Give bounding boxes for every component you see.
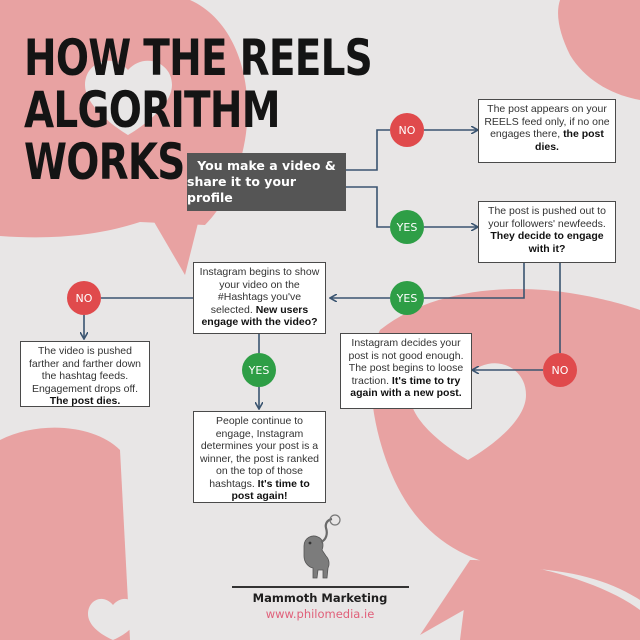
box-not-good: Instagram decides your post is not good … (340, 333, 472, 409)
yes-badge-winner: YES (242, 353, 276, 387)
page-title: HOW THE REELS ALGORITHM WORKS (24, 29, 373, 191)
connector-start-yes (346, 186, 390, 228)
box-reels-only-bold: the post dies. (535, 128, 604, 153)
box-not-good-bold: It's time to try again with a new post. (350, 374, 462, 400)
brand-name: Mammoth Marketing (252, 591, 388, 605)
start-line-1: You make a video & (197, 158, 336, 173)
no-badge-not-good: NO (543, 353, 577, 387)
start-line-2: share it to your profile (187, 174, 297, 205)
box-followers-bold: They decide to engage with it? (490, 230, 604, 255)
connector-start-no (346, 129, 390, 171)
yes-badge-followers: YES (390, 210, 424, 244)
title-line-3: WORKS (24, 133, 185, 191)
box-followers-text: The post is pushed out to your followers… (488, 205, 606, 230)
title-line-2: ALGORITHM (24, 81, 281, 139)
start-box: You make a video & share it to your prof… (187, 153, 346, 211)
box-hashtags-text: Instagram begins to show your video on t… (199, 266, 320, 316)
box-winner-text: People continue to engage, Instagram det… (199, 415, 320, 490)
box-pushed-down: The video is pushed farther and farther … (20, 341, 150, 407)
footer-divider (232, 586, 409, 588)
box-winner-bold: It's time to post again! (231, 477, 310, 503)
connector-followers-yes (424, 263, 525, 299)
no-badge-pushed-down: NO (67, 281, 101, 315)
website-link[interactable]: www.philomedia.ie (265, 607, 375, 621)
box-hashtags: Instagram begins to show your video on t… (193, 262, 326, 334)
box-pushed-down-bold: The post dies. (49, 395, 121, 407)
box-followers: The post is pushed out to your followers… (478, 201, 616, 263)
box-hashtags-bold: New users engage with the video? (201, 303, 318, 329)
no-badge-reels: NO (390, 113, 424, 147)
yes-badge-hashtags: YES (390, 281, 424, 315)
box-winner: People continue to engage, Instagram det… (193, 411, 326, 503)
box-pushed-down-text: The video is pushed farther and farther … (28, 345, 142, 395)
title-line-1: HOW THE REELS (24, 29, 373, 87)
mammoth-icon (303, 514, 341, 579)
box-reels-only-text: The post appears on your REELS feed only… (484, 103, 610, 140)
box-not-good-text: Instagram decides your post is not good … (348, 337, 464, 387)
box-reels-only: The post appears on your REELS feed only… (478, 99, 616, 163)
